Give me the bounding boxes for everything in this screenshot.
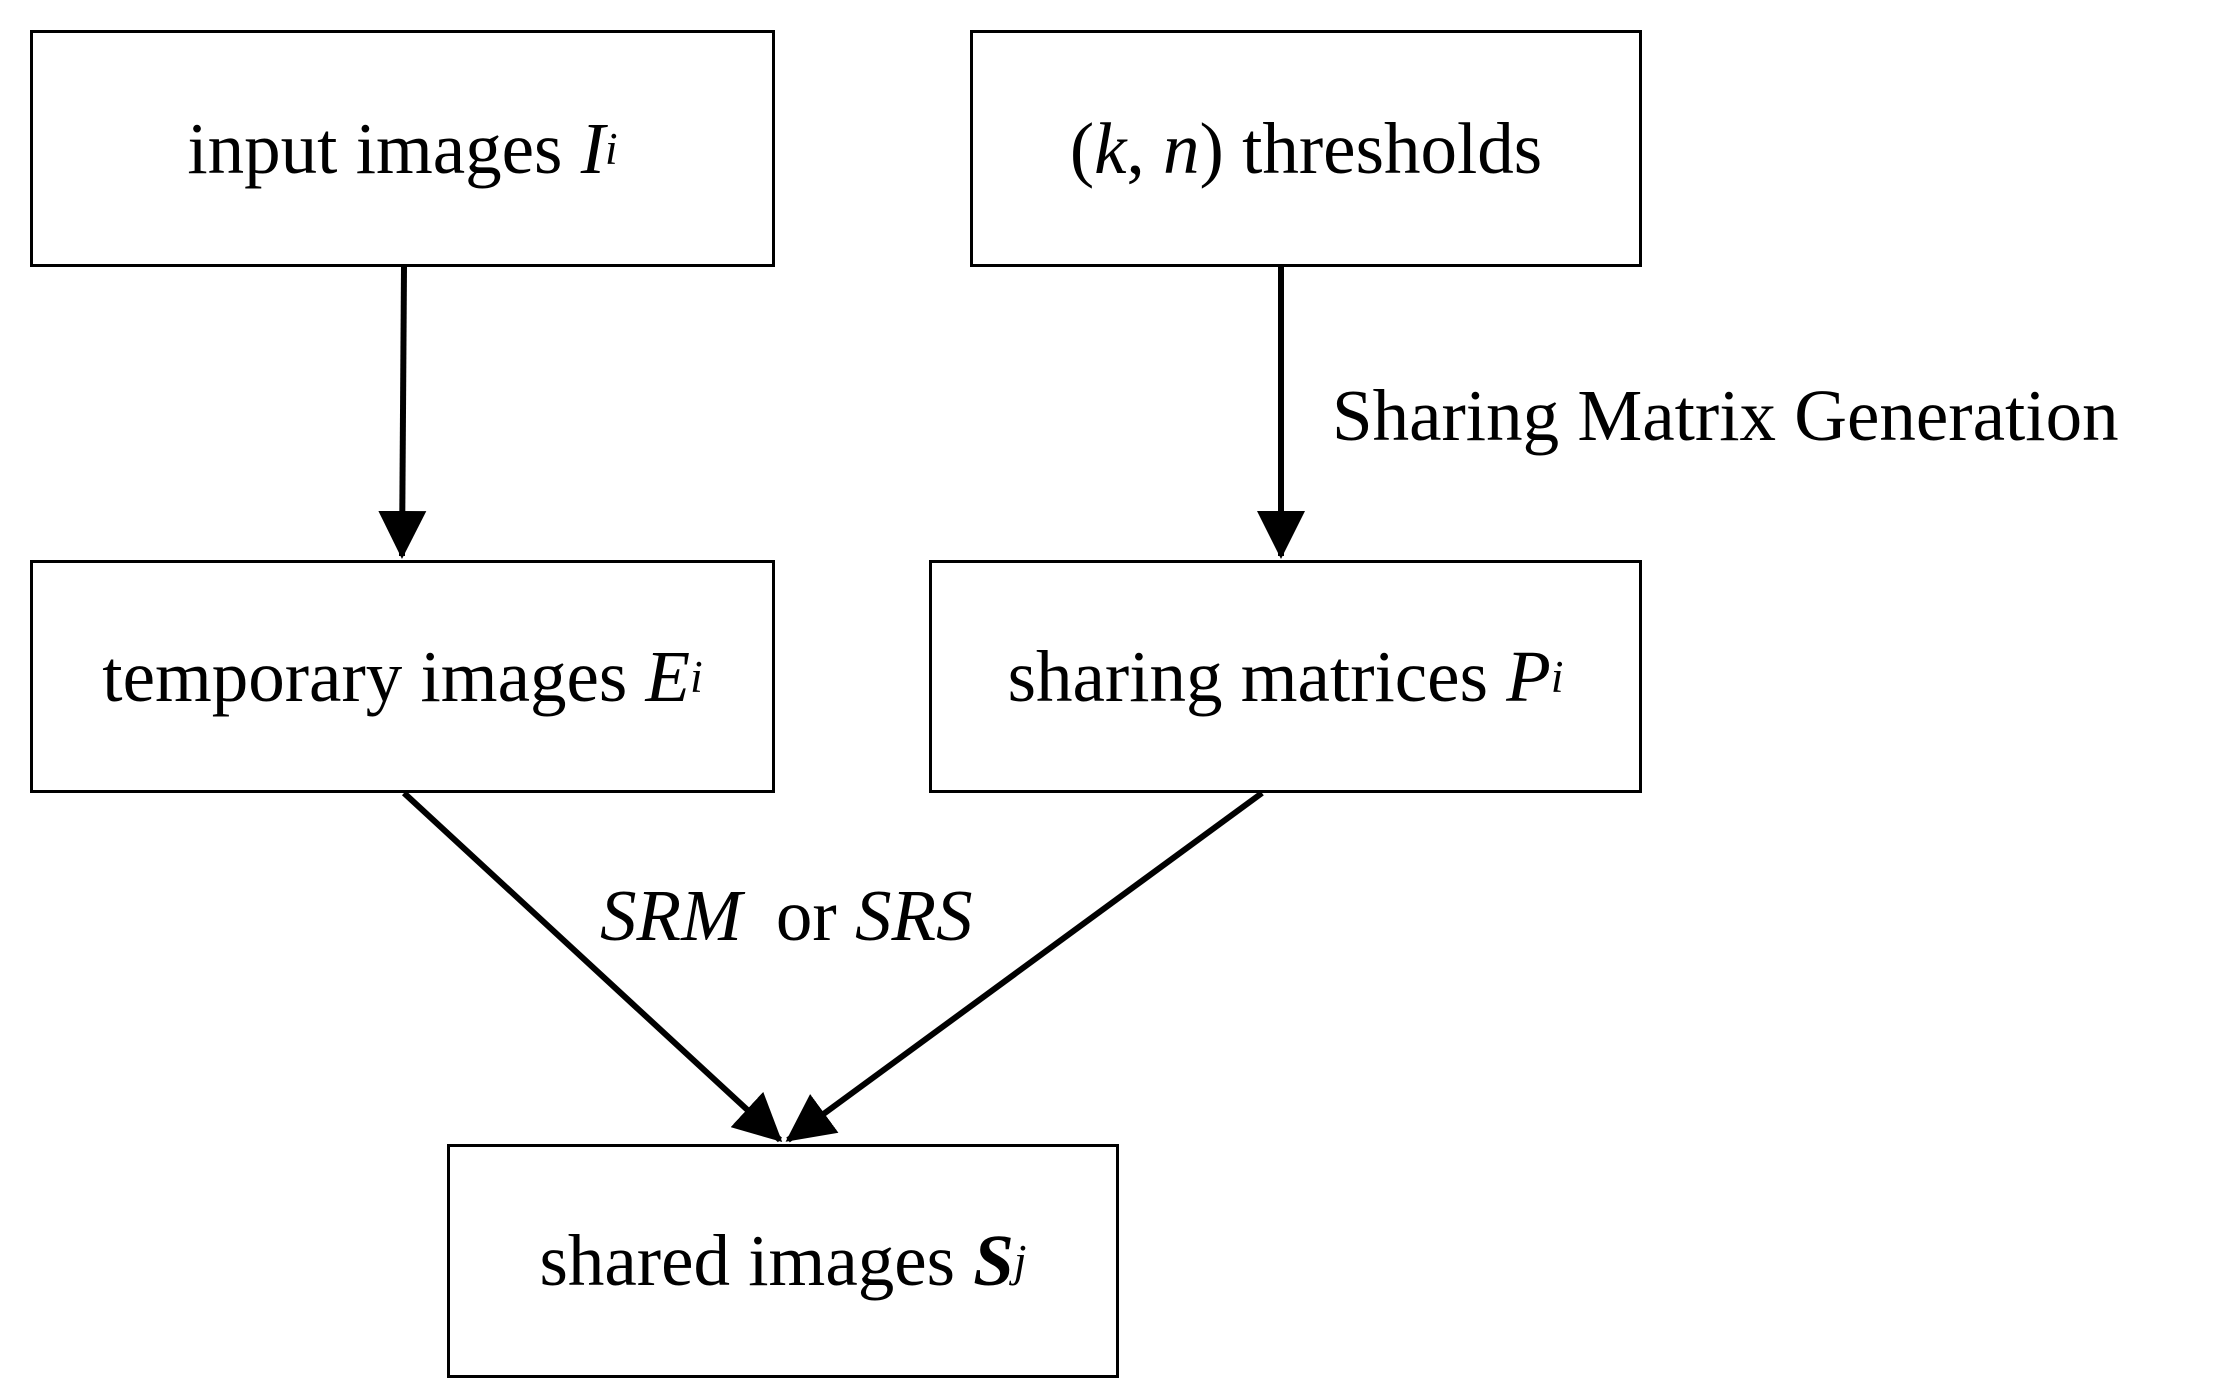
arrow-input-to-temporary <box>378 266 427 559</box>
thresholds-open-paren: ( <box>1069 107 1095 189</box>
shared-images-text: shared images <box>539 1220 956 1301</box>
input-images-text: input images <box>187 107 563 189</box>
arrow-temporary-to-shared <box>401 790 783 1143</box>
method-srm: SRM <box>600 875 742 956</box>
sharing-matrices-symbol: P <box>1506 635 1551 717</box>
thresholds-node: (k, n) thresholds <box>970 30 1642 267</box>
sharing-matrices-text: sharing matrices <box>1007 635 1488 717</box>
temporary-images-symbol: E <box>645 635 691 717</box>
thresholds-k: k <box>1094 107 1127 189</box>
input-images-symbol: I <box>580 107 606 189</box>
temporary-images-text: temporary images <box>102 635 628 717</box>
thresholds-text: thresholds <box>1223 107 1543 189</box>
thresholds-comma: , <box>1126 107 1164 189</box>
method-srs: SRS <box>854 875 973 956</box>
thresholds-n: n <box>1163 107 1200 189</box>
method-or: or <box>775 875 837 956</box>
shared-images-symbol: S <box>973 1220 1014 1301</box>
arrow-sharing-to-shared <box>785 790 1264 1143</box>
sharing-matrix-generation-label: Sharing Matrix Generation <box>1332 375 2119 456</box>
thresholds-close-paren: ) <box>1199 107 1224 189</box>
